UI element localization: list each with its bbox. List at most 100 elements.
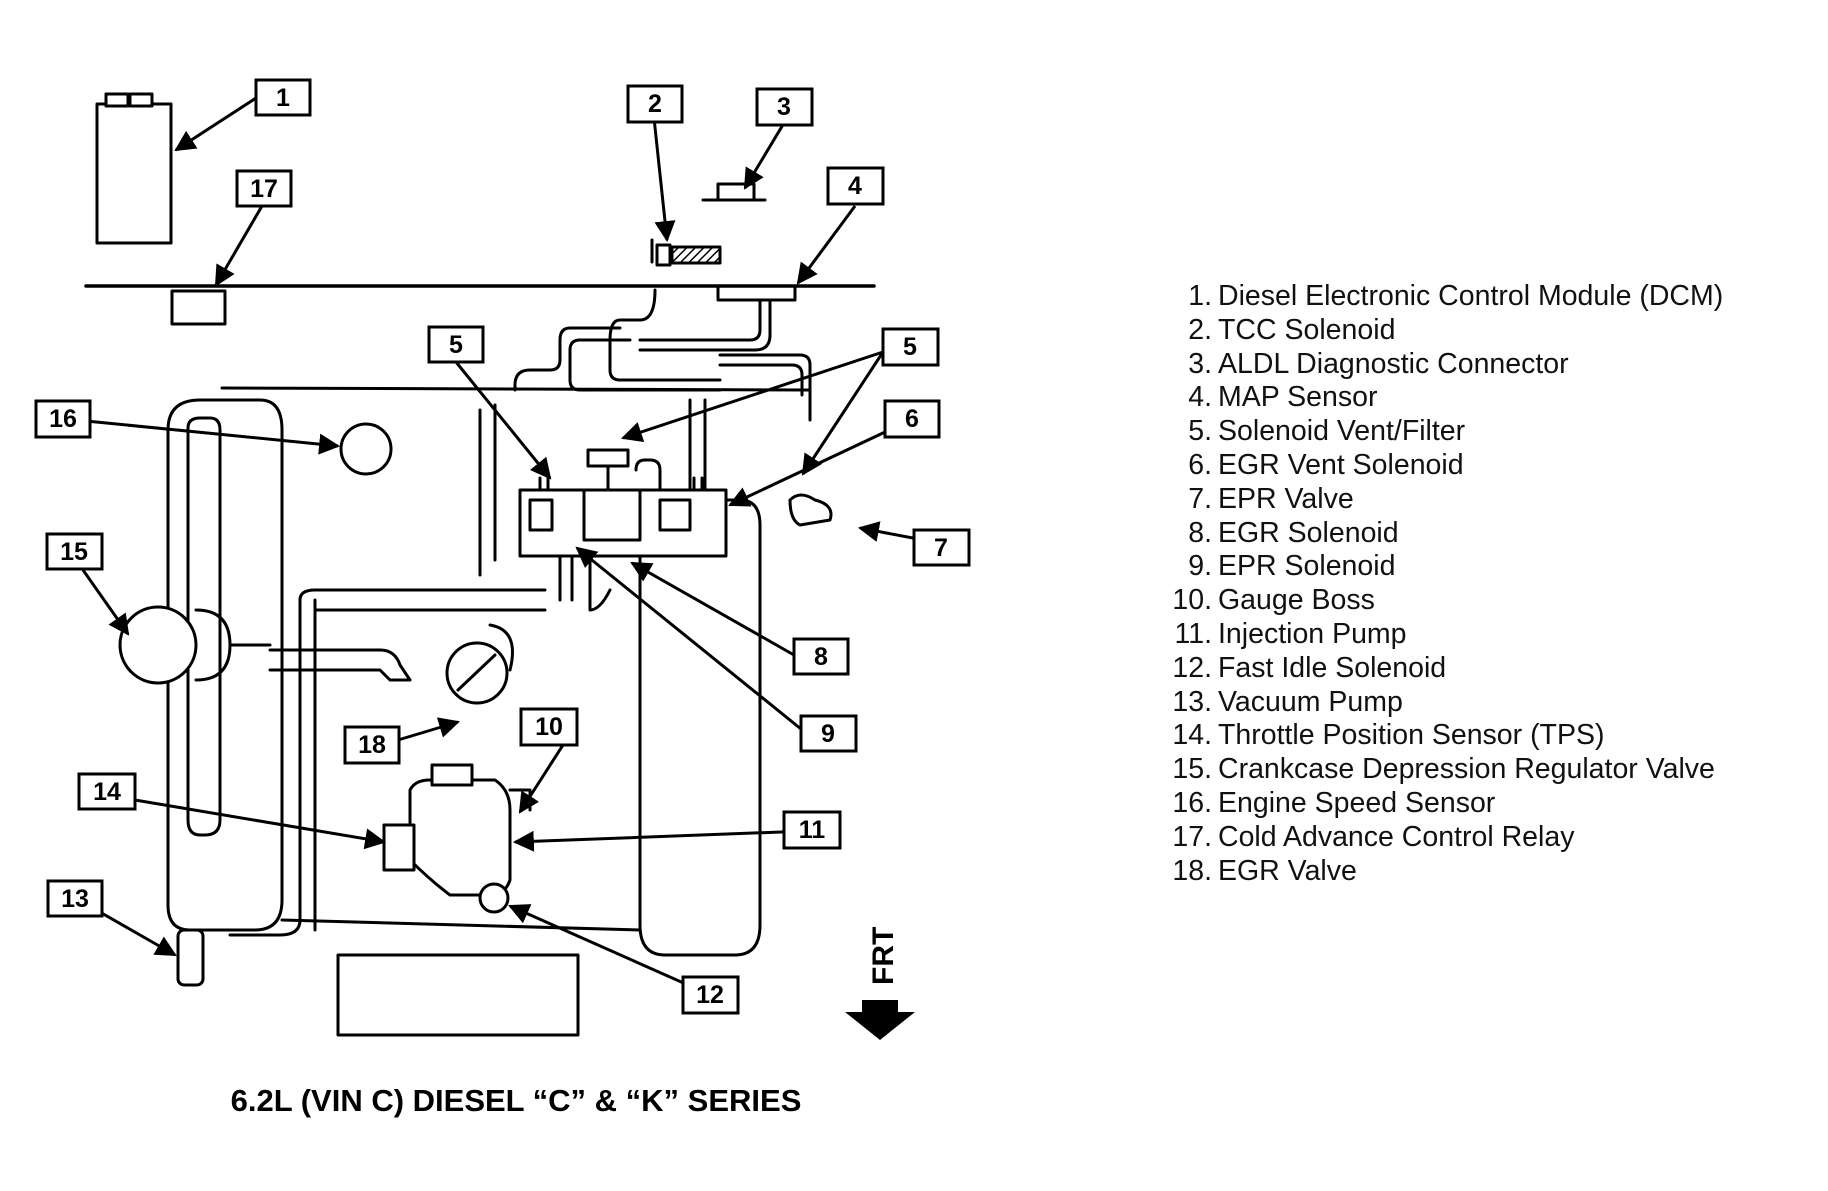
legend-item-number: 13. [1172, 685, 1212, 718]
map-sensor [716, 284, 797, 302]
legend-item-number: 6. [1188, 448, 1212, 481]
legend-item: 12.Fast Idle Solenoid [1160, 652, 1723, 686]
legend-item-label: EPR Valve [1218, 482, 1354, 515]
callout-6-text: 6 [905, 405, 919, 433]
callout-12-text: 12 [696, 981, 724, 1009]
legend-item: 1.Diesel Electronic Control Module (DCM) [1160, 280, 1723, 314]
callout-13: 13 [46, 879, 104, 918]
legend-item: 13.Vacuum Pump [1160, 686, 1723, 720]
callout-10: 10 [519, 707, 579, 747]
callout-16: 16 [34, 399, 92, 439]
aldl-connector [701, 182, 767, 202]
callout-11: 11 [782, 810, 842, 850]
callout-12: 12 [681, 975, 740, 1015]
callout-11-text: 11 [799, 816, 826, 844]
callout-8-text: 8 [814, 643, 828, 671]
cdr-valve [118, 605, 198, 685]
dcm-module [95, 102, 173, 245]
front-label: FRT [867, 927, 900, 985]
engine-speed-sensor [339, 422, 393, 476]
callout-15-text: 15 [60, 538, 88, 566]
callout-7-text: 7 [934, 534, 948, 562]
callout-17: 17 [235, 169, 293, 208]
legend-item-number: 12. [1172, 651, 1212, 684]
callout-5a-text: 5 [449, 331, 463, 359]
injection-pump [408, 778, 512, 897]
callout-2-text: 2 [648, 90, 662, 118]
callout-9-text: 9 [821, 720, 835, 748]
legend-item: 8.EGR Solenoid [1160, 517, 1723, 551]
legend-item: 6.EGR Vent Solenoid [1160, 449, 1723, 483]
callout-7: 7 [912, 528, 971, 567]
engine-drawing [84, 92, 876, 1037]
callout-14: 14 [77, 772, 137, 811]
vacuum-pump [176, 928, 205, 987]
legend-item-label: Engine Speed Sensor [1218, 786, 1496, 819]
callout-16-text: 16 [49, 405, 77, 433]
legend-item-label: Cold Advance Control Relay [1218, 820, 1575, 853]
legend-item-number: 15. [1172, 753, 1212, 786]
legend-item-number: 2. [1188, 313, 1212, 346]
callout-14-text: 14 [93, 778, 121, 806]
legend-item-label: Solenoid Vent/Filter [1218, 415, 1466, 448]
left-valve-cover [166, 398, 284, 932]
parts-legend: 1.Diesel Electronic Control Module (DCM)… [1160, 280, 1723, 888]
callout-17-text: 17 [250, 175, 278, 203]
legend-item-number: 5. [1188, 415, 1212, 448]
legend-item-label: Diesel Electronic Control Module (DCM) [1218, 280, 1724, 312]
legend-item-label: EGR Valve [1218, 854, 1357, 887]
callout-8: 8 [792, 637, 850, 676]
legend-item-number: 14. [1172, 719, 1212, 752]
legend-item-label: EPR Solenoid [1218, 550, 1396, 583]
callout-2: 2 [626, 84, 684, 124]
callout-1-text: 1 [276, 84, 290, 112]
legend-item-number: 8. [1188, 516, 1212, 549]
callout-6: 6 [883, 399, 941, 439]
callout-5b: 5 [881, 327, 940, 367]
callout-1: 1 [254, 78, 312, 117]
leader-lines [81, 96, 951, 987]
callout-10-text: 10 [535, 713, 563, 741]
legend-item-number: 18. [1172, 854, 1212, 887]
diagram-caption: 6.2L (VIN C) DIESEL “C” & “K” SERIES [231, 1083, 802, 1118]
callout-9: 9 [799, 714, 858, 753]
legend-item: 15.Crankcase Depression Regulator Valve [1160, 753, 1723, 787]
legend-item: 3.ALDL Diagnostic Connector [1160, 348, 1723, 382]
callout-labels: 1 2 3 4 5 5 6 7 8 9 10 11 12 13 14 15 16… [34, 78, 971, 1015]
fast-idle-solenoid [478, 882, 510, 914]
legend-item: 11.Injection Pump [1160, 618, 1723, 652]
legend-item-label: Crankcase Depression Regulator Valve [1218, 753, 1715, 786]
callout-18: 18 [343, 725, 401, 765]
tps [382, 823, 416, 872]
legend-item-number: 10. [1172, 584, 1212, 617]
callout-18-text: 18 [358, 731, 386, 759]
callout-13-text: 13 [61, 885, 89, 913]
legend-item-label: EGR Solenoid [1218, 516, 1399, 549]
legend-item-number: 16. [1172, 786, 1212, 819]
front-indicator: FRT [845, 927, 915, 1040]
callout-3-text: 3 [777, 93, 791, 121]
epr-valve [788, 493, 833, 527]
tcc-solenoid [650, 238, 672, 267]
legend-item: 7.EPR Valve [1160, 483, 1723, 517]
legend-item-label: Throttle Position Sensor (TPS) [1218, 719, 1605, 752]
legend-item-label: ALDL Diagnostic Connector [1218, 347, 1569, 380]
cold-advance-relay [170, 289, 227, 326]
legend-item-number: 9. [1188, 550, 1212, 583]
legend-item: 9.EPR Solenoid [1160, 550, 1723, 584]
legend-item-label: Gauge Boss [1218, 584, 1375, 617]
legend-item-number: 4. [1188, 381, 1212, 414]
legend-item-label: EGR Vent Solenoid [1218, 448, 1464, 481]
legend-item-label: Injection Pump [1218, 617, 1407, 650]
callout-5a: 5 [427, 325, 485, 364]
legend-item: 14.Throttle Position Sensor (TPS) [1160, 719, 1723, 753]
legend-item: 4.MAP Sensor [1160, 381, 1723, 415]
legend-item: 16.Engine Speed Sensor [1160, 787, 1723, 821]
legend-item-number: 3. [1188, 347, 1212, 380]
pulley [336, 953, 580, 1037]
callout-5b-text: 5 [903, 333, 917, 361]
callout-15: 15 [45, 532, 104, 571]
callout-4: 4 [826, 166, 885, 206]
legend-item-label: TCC Solenoid [1218, 313, 1396, 346]
